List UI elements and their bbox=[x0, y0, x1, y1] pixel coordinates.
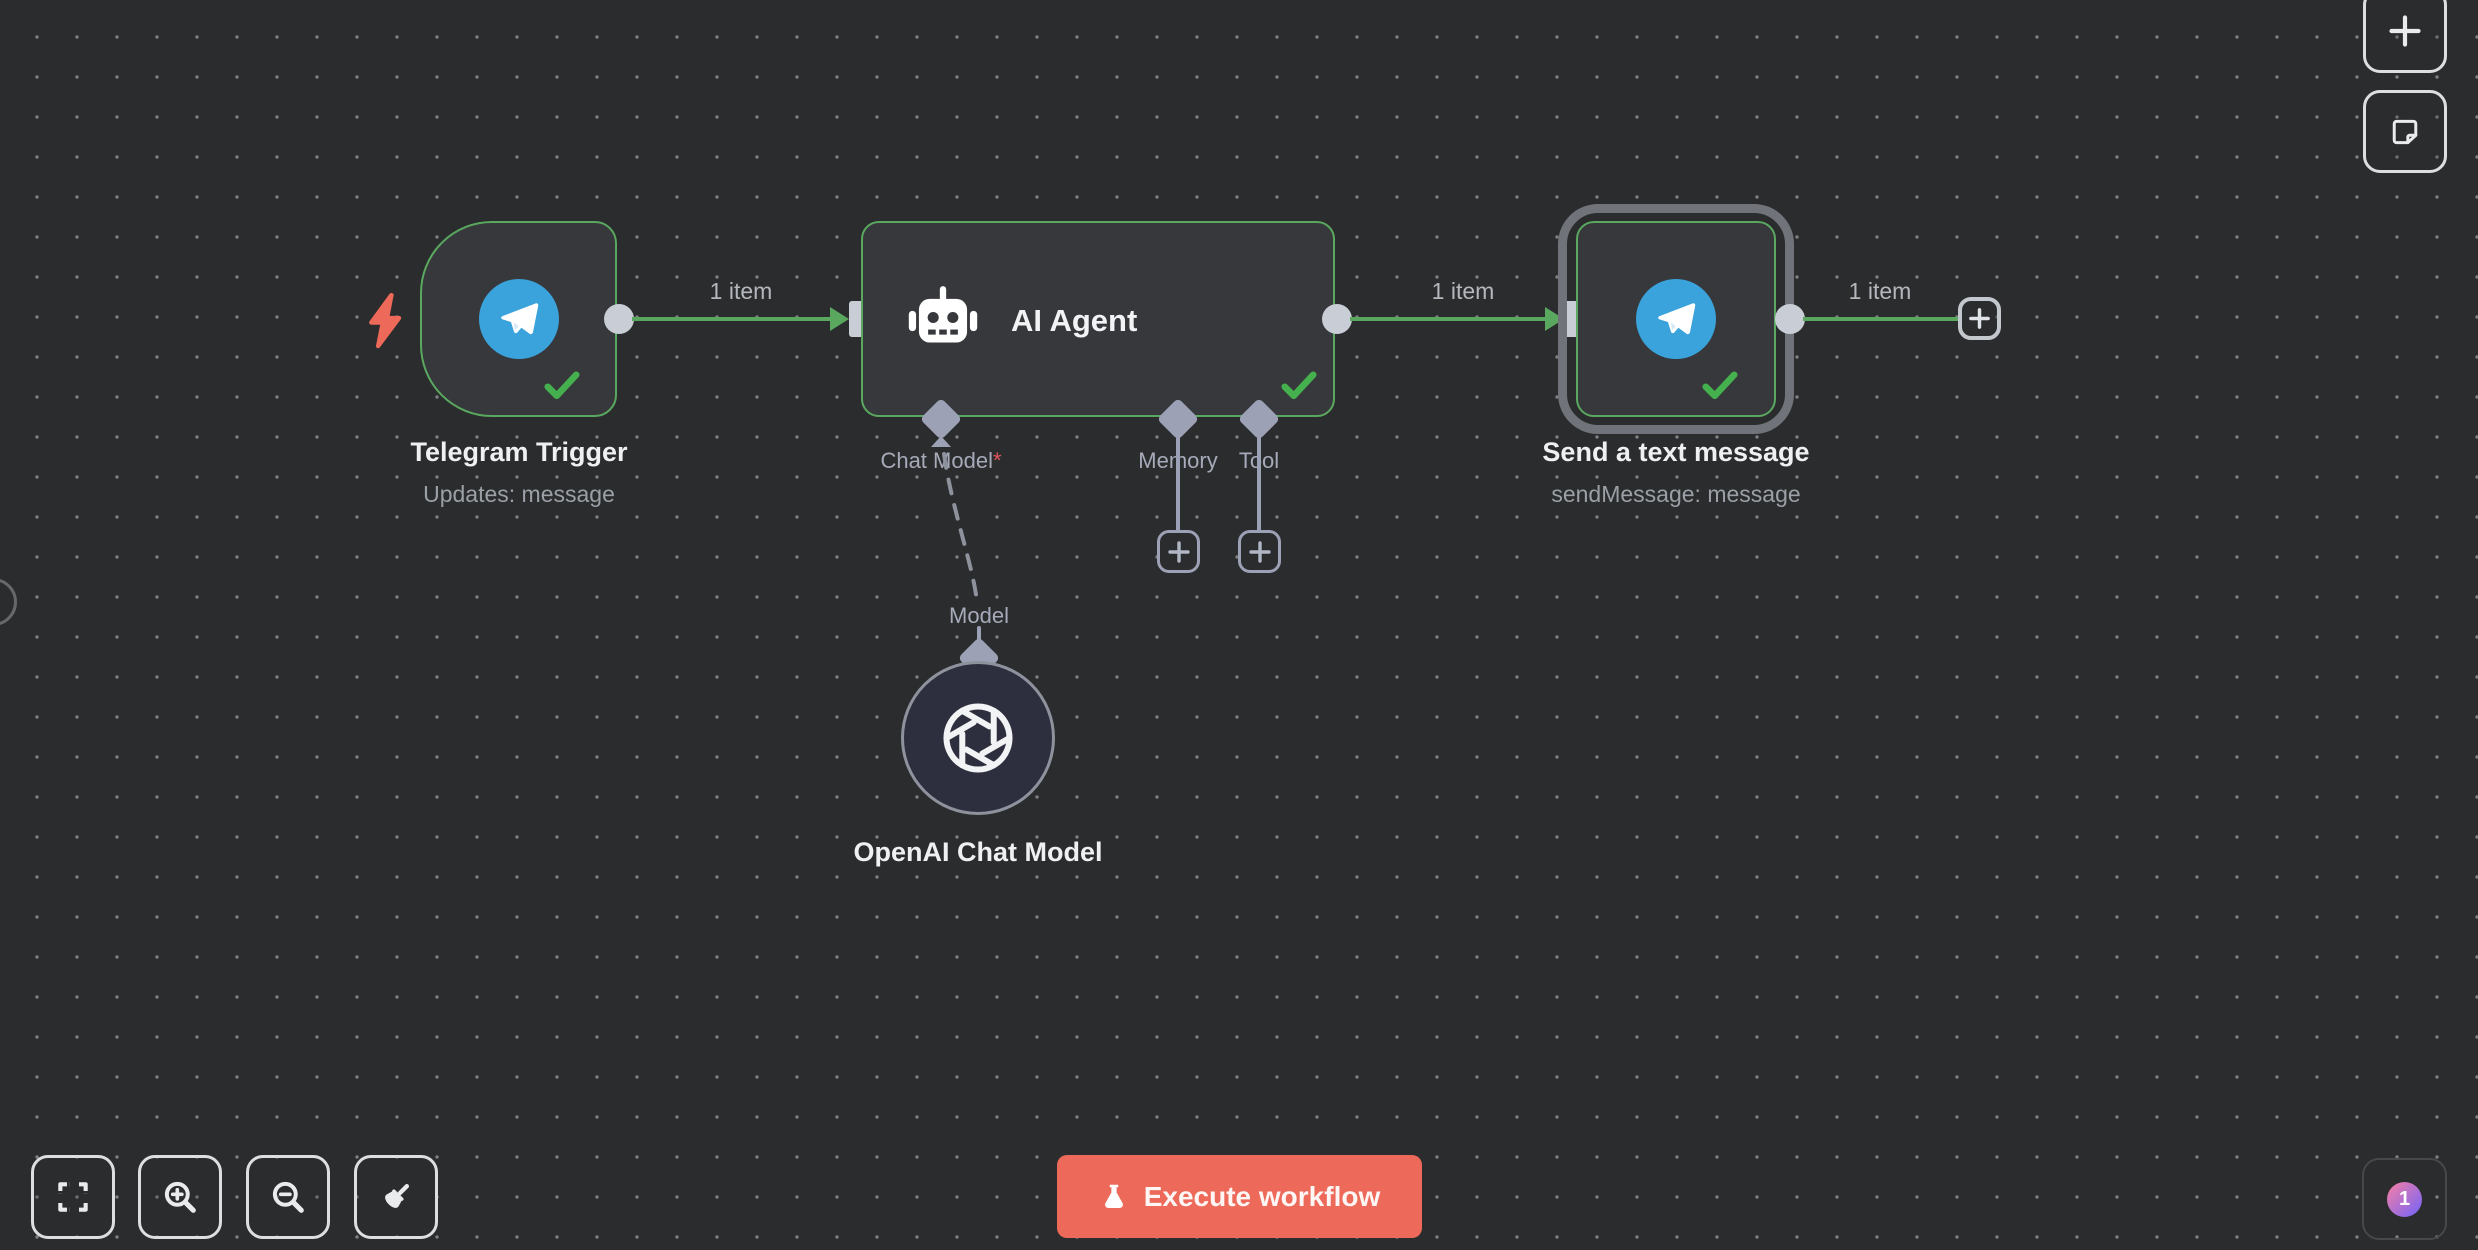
zoom-out-icon bbox=[272, 1181, 304, 1213]
plus-icon bbox=[1167, 540, 1190, 563]
execute-workflow-button[interactable]: Execute workflow bbox=[1057, 1155, 1422, 1238]
openai-icon bbox=[943, 703, 1013, 773]
flask-icon bbox=[1104, 1184, 1123, 1208]
success-check-icon bbox=[1281, 371, 1317, 400]
add-tool-button[interactable] bbox=[1238, 530, 1281, 573]
zoom-to-fit-button[interactable] bbox=[31, 1155, 115, 1239]
badge-count: 1 bbox=[2398, 1187, 2411, 1210]
output-handle-send[interactable] bbox=[1775, 304, 1805, 334]
port-chat-model-arrow bbox=[931, 436, 951, 447]
port-label-model: Model bbox=[949, 603, 1009, 628]
output-handle-trigger[interactable] bbox=[604, 304, 634, 334]
connection-items-label: 1 item bbox=[1431, 278, 1495, 304]
node-title: Send a text message bbox=[1542, 437, 1810, 467]
tidy-up-button[interactable] bbox=[354, 1155, 438, 1239]
node-ai-agent[interactable]: AI Agent bbox=[861, 221, 1335, 417]
node-subtitle: Updates: message bbox=[423, 481, 615, 507]
success-check-icon bbox=[1702, 371, 1738, 400]
node-title: AI Agent bbox=[1011, 303, 1138, 338]
output-handle-agent[interactable] bbox=[1322, 304, 1352, 334]
zoom-in-icon bbox=[164, 1181, 196, 1213]
success-check-icon bbox=[544, 371, 580, 400]
telegram-icon bbox=[479, 279, 559, 359]
zoom-out-button[interactable] bbox=[246, 1155, 330, 1239]
port-stub-memory bbox=[1176, 432, 1180, 532]
node-telegram-trigger[interactable] bbox=[420, 221, 617, 417]
zoom-in-button[interactable] bbox=[138, 1155, 222, 1239]
telegram-icon bbox=[1636, 279, 1716, 359]
node-openai-chat-model[interactable] bbox=[901, 661, 1055, 815]
connection-items-label: 1 item bbox=[709, 278, 773, 304]
required-asterisk: * bbox=[992, 448, 1002, 473]
port-label-chat-model: Chat Model* bbox=[880, 448, 1002, 473]
fit-view-icon bbox=[58, 1182, 88, 1212]
node-send-text-message[interactable] bbox=[1576, 221, 1776, 417]
node-subtitle: sendMessage: message bbox=[1551, 481, 1801, 507]
tidy-up-broom-icon bbox=[385, 1183, 410, 1208]
add-node-button[interactable] bbox=[2363, 0, 2447, 73]
execute-workflow-label: Execute workflow bbox=[1143, 1180, 1381, 1212]
add-memory-button[interactable] bbox=[1157, 530, 1200, 573]
notification-badge: 1 bbox=[2387, 1181, 2422, 1217]
add-sticky-note-button[interactable] bbox=[2363, 90, 2447, 173]
offscreen-node-arc bbox=[0, 578, 17, 626]
port-stub-tool bbox=[1257, 432, 1261, 532]
node-title: Telegram Trigger bbox=[410, 437, 628, 467]
robot-icon bbox=[908, 286, 978, 343]
sticky-note-icon bbox=[2392, 119, 2418, 144]
add-next-node-button[interactable] bbox=[1958, 297, 2001, 340]
connection-chat-model-dashed[interactable] bbox=[900, 440, 1030, 640]
plus-icon bbox=[1248, 540, 1271, 563]
node-title: OpenAI Chat Model bbox=[853, 837, 1103, 867]
plus-icon bbox=[2389, 14, 2421, 47]
trigger-bolt-icon bbox=[369, 292, 402, 349]
plus-icon bbox=[1969, 308, 1990, 329]
connection-items-label: 1 item bbox=[1848, 278, 1912, 304]
whats-new-button[interactable]: 1 bbox=[2362, 1158, 2447, 1240]
